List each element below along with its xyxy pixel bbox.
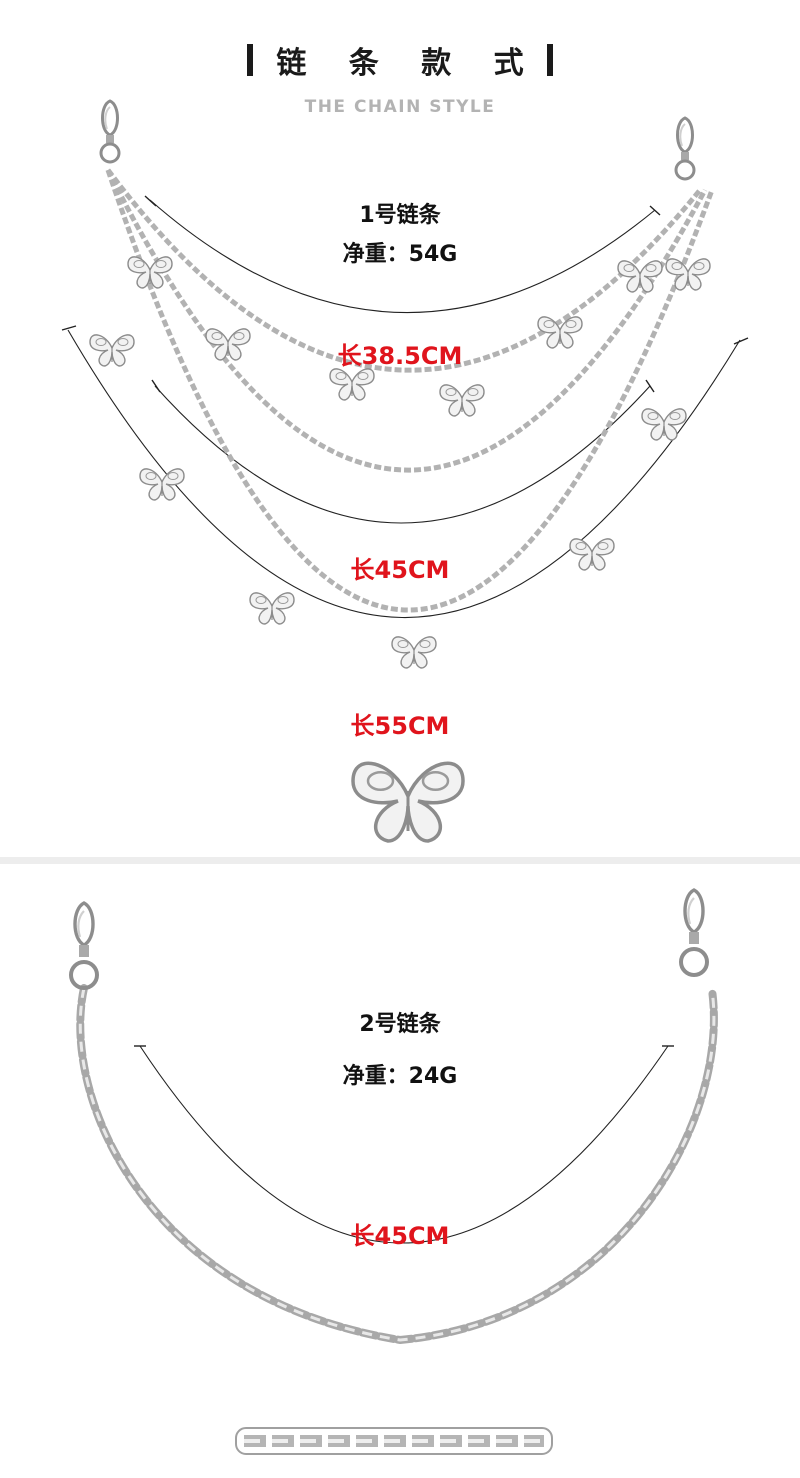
chain-strand-short — [105, 168, 702, 373]
lobster-clasp-icon — [679, 888, 709, 977]
curb-chain-highlight — [78, 987, 716, 1342]
dimension-arc-3 — [67, 329, 741, 619]
chain2-name: 2号链条 — [359, 1012, 441, 1037]
chain-strand-medium — [105, 168, 708, 473]
chain1-length-short: 长38.5CM — [337, 342, 463, 370]
section-divider — [0, 857, 800, 864]
page-title: 链 条 款 式 — [0, 38, 800, 88]
title-bar-right — [546, 44, 553, 76]
page-subtitle: THE CHAIN STYLE — [304, 97, 496, 117]
chain-link-detail — [235, 1427, 553, 1455]
chain2-length: 长45CM — [350, 1222, 450, 1250]
dimension-arc-2 — [154, 385, 651, 524]
curb-chain-strand — [76, 984, 718, 1345]
title-bar-left — [247, 44, 254, 76]
chain1-length-long: 长55CM — [350, 712, 450, 740]
title-text: 链 条 款 式 — [276, 46, 540, 81]
dimension-arc-1 — [149, 199, 656, 314]
chain2-weight: 净重：24G — [342, 1064, 458, 1089]
dimension-arc-chain2 — [139, 1045, 669, 1244]
lobster-clasp-icon — [69, 901, 99, 990]
chain1-weight: 净重：54G — [342, 242, 458, 267]
chain1-illustration — [61, 99, 749, 843]
chain-strand-long — [105, 169, 715, 613]
chain1-length-medium: 长45CM — [350, 556, 450, 584]
chain1-name: 1号链条 — [359, 203, 441, 228]
